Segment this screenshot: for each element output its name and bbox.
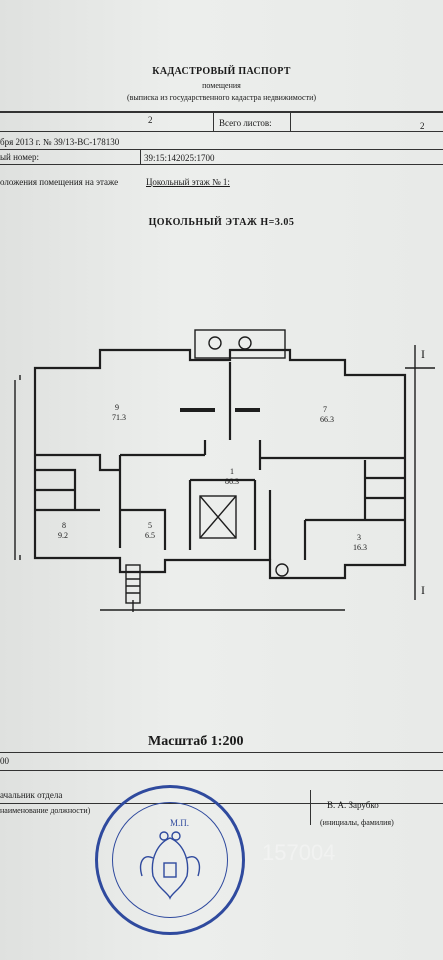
location-value: Цокольный этаж № 1:: [146, 177, 230, 187]
total-sheets-label: Всего листов:: [219, 118, 272, 128]
room-8-num: 8: [62, 521, 66, 530]
scale-label: Масштаб 1:200: [148, 734, 244, 749]
table-line-1: [0, 131, 443, 132]
room-3-area: 16.3: [353, 543, 367, 552]
floor-plan-title: ЦОКОЛЬНЫЙ ЭТАЖ H=3.05: [148, 217, 295, 228]
official-seal: М.П.: [95, 785, 245, 935]
document-date-number: бря 2013 г. № 39/13-ВС-178130: [0, 137, 120, 147]
room-9-area: 71.3: [112, 413, 126, 422]
position-caption: наименование должности): [0, 806, 91, 815]
document-title: КАДАСТРОВЫЙ ПАСПОРТ: [152, 66, 291, 77]
name-caption: (инициалы, фамилия): [320, 818, 394, 827]
footer-line-1: [0, 752, 443, 753]
location-label: оложения помещения на этаже: [0, 177, 119, 187]
watermark: 157004: [262, 840, 336, 865]
cadastral-number-value: 39:15:142025:1700: [144, 153, 215, 163]
table-divider: [213, 112, 214, 131]
section-mark-bottom: I: [421, 583, 425, 597]
room-8-area: 9.2: [58, 531, 68, 540]
room-3-num: 3: [357, 533, 361, 542]
room-9-num: 9: [115, 403, 119, 412]
table-divider: [290, 112, 291, 131]
table-line-3: [0, 164, 443, 165]
table-line-2: [0, 149, 443, 150]
eagle-emblem-icon: [139, 831, 201, 900]
document-subtitle: помещения: [202, 81, 241, 90]
table-divider: [140, 150, 141, 164]
room-7-area: 66.3: [320, 415, 334, 424]
room-7-num: 7: [323, 405, 327, 414]
footer-line-value: 00: [0, 756, 9, 766]
signatory-name: В. А. Зарубко: [327, 800, 379, 810]
table-top-line: [0, 111, 443, 113]
room-1-num: 1: [230, 467, 234, 476]
room-5-num: 5: [148, 521, 152, 530]
footer-divider: [310, 790, 311, 825]
total-sheets-value: 2: [420, 121, 425, 131]
footer-line-3: [0, 803, 443, 804]
room-5-area: 6.5: [145, 531, 155, 540]
section-mark-top: I: [421, 347, 425, 361]
seal-mp: М.П.: [170, 818, 190, 828]
document-note: (выписка из государственного кадастра не…: [126, 93, 317, 102]
footer-line-2: [0, 770, 443, 771]
sheet-number: 2: [148, 115, 153, 125]
room-1-area: 86.3: [225, 477, 239, 486]
cadastral-number-label: ый номер:: [0, 152, 39, 162]
position-text: ачальник отдела: [0, 790, 63, 800]
